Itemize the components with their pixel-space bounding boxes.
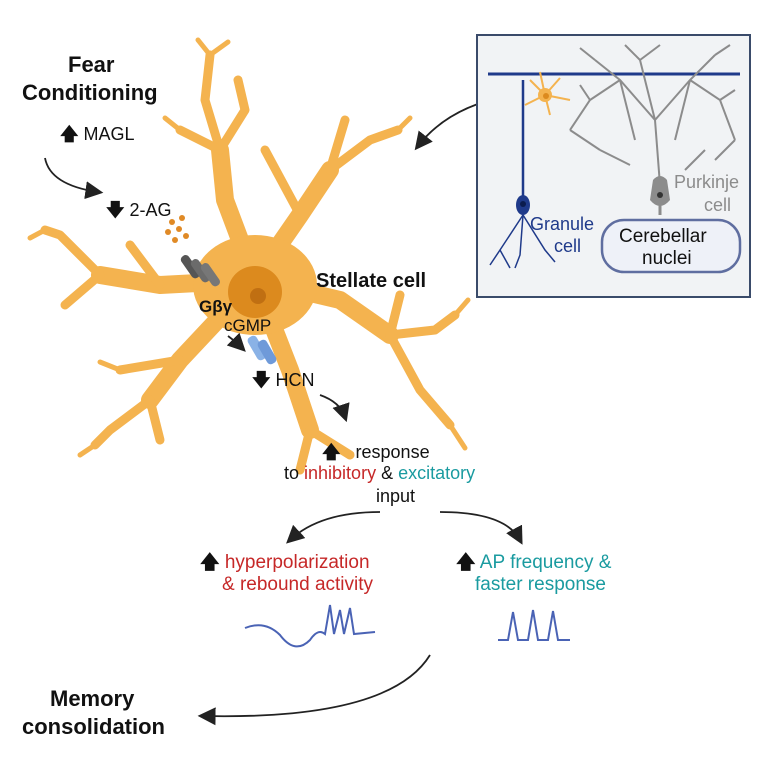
hcn-channel-icon [247,335,277,365]
granule-label-1: Granule [530,214,595,234]
input-label: input [376,486,416,506]
cerebellar-nuclei-shape [600,218,742,274]
nuclei-label-2: nuclei [642,248,692,269]
excitatory-label: excitatory [398,463,476,483]
response-label: 🡅 response [322,442,430,462]
granule-dendrites [489,214,556,269]
gbg-label: Gβγ [199,297,233,316]
cgmp-label: cGMP [224,316,272,335]
purkinje-soma [650,176,670,206]
faster-response-label: faster response [475,574,606,595]
arrow-to-ap-frequency [439,511,523,545]
2-ag-molecules [165,215,189,243]
rebound-label: & rebound activity [222,574,374,595]
fear-conditioning-label-2: Conditioning [22,80,158,105]
ap-frequency-label: 🡅 AP frequency & [456,552,612,573]
purkinje-label-2: cell [704,195,732,215]
memory-label-2: consolidation [22,714,165,739]
arrow-to-hyperpolarization [286,511,381,544]
response-inputs-label: to inhibitory & excitatory [284,463,476,483]
cerebellar-inset [476,34,751,298]
nuclei-label-1: Cerebellar [619,226,707,247]
stellate-cell-label: Stellate cell [316,270,427,292]
magl-label: 🡅 MAGL [60,124,135,144]
hyperpolarization-label: 🡅 hyperpolarization [200,552,370,573]
memory-label-1: Memory [50,686,135,711]
hcn-label: 🡇 HCN [252,370,315,390]
2-ag-label: 🡇 2-AG [106,200,172,220]
granule-label-2: cell [554,236,582,256]
fear-conditioning-label: Fear [68,52,115,77]
inhibitory-label: inhibitory [304,463,377,483]
arrow-fear-to-2ag [44,157,104,200]
rebound-trace [244,604,376,648]
nucleolus [250,288,266,304]
purkinje-label-1: Purkinje [674,172,740,192]
arrow-to-memory [197,654,431,726]
arrow-cgmp-to-hcn [226,332,246,352]
cb1-receptor-icon [180,255,220,287]
ap-trace [498,609,570,641]
purkinje-dendrites [569,44,736,186]
arrow-hcn-to-response [319,394,350,423]
